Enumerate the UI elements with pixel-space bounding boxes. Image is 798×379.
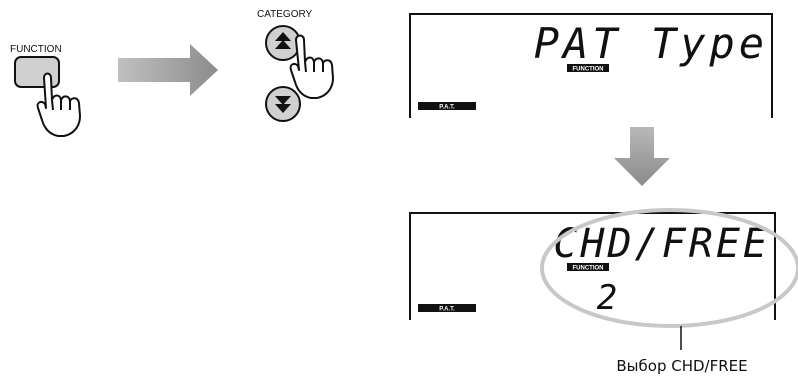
- category-step: CATEGORY: [257, 9, 333, 121]
- lcd-display-top: PAT Type FUNCTION P.A.T.: [410, 14, 772, 118]
- function-badge-text: FUNCTION: [573, 266, 604, 272]
- pointing-hand-icon: [291, 36, 333, 99]
- pat-badge-text: P.A.T.: [439, 307, 455, 313]
- lcd-value-text: 2: [597, 278, 617, 318]
- right-arrow: [118, 44, 218, 96]
- lcd-display-bottom: CHD/FREE FUNCTION 2 P.A.T.: [410, 213, 775, 320]
- lcd-main-text: CHD/FREE: [553, 221, 770, 267]
- down-arrow: [614, 127, 670, 186]
- category-up-button[interactable]: [266, 26, 300, 60]
- function-badge-text: FUNCTION: [573, 67, 604, 73]
- lcd-main-text: PAT Type: [534, 19, 768, 68]
- function-button-label: FUNCTION: [10, 44, 62, 55]
- category-button-label: CATEGORY: [257, 9, 313, 20]
- function-step: FUNCTION: [10, 44, 80, 136]
- category-down-button[interactable]: [266, 87, 300, 121]
- caption-text: Выбор CHD/FREE: [616, 357, 747, 375]
- function-button[interactable]: [15, 57, 59, 87]
- pat-badge-text: P.A.T.: [439, 105, 455, 111]
